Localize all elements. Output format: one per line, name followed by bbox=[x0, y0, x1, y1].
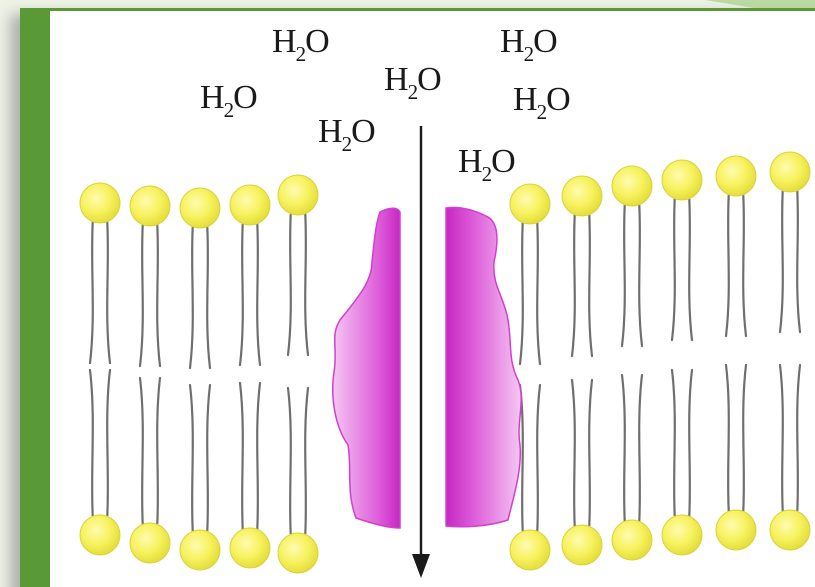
lipid-head bbox=[80, 515, 120, 555]
lipid-head bbox=[80, 183, 120, 223]
lipid-head bbox=[562, 525, 602, 565]
lipid-head bbox=[662, 515, 702, 555]
lipid-head bbox=[510, 184, 550, 224]
lipid-head bbox=[130, 523, 170, 563]
lipid-head bbox=[612, 166, 652, 206]
lipid-head bbox=[716, 156, 756, 196]
lipid-head bbox=[180, 188, 220, 228]
lipid-head bbox=[230, 185, 270, 225]
lipid-head bbox=[278, 175, 318, 215]
lipid-head bbox=[662, 160, 702, 200]
lipid-head bbox=[770, 152, 810, 192]
lipid-head bbox=[180, 530, 220, 570]
green-left-bar bbox=[20, 8, 50, 587]
green-top-line bbox=[20, 8, 815, 11]
lipid-head bbox=[278, 533, 318, 573]
lipid-head bbox=[230, 528, 270, 568]
lipid-head bbox=[130, 186, 170, 226]
lipid-head bbox=[612, 520, 652, 560]
lipid-head bbox=[562, 176, 602, 216]
lipid-head bbox=[770, 510, 810, 550]
lipid-head bbox=[716, 510, 756, 550]
lipid-head bbox=[510, 530, 550, 570]
